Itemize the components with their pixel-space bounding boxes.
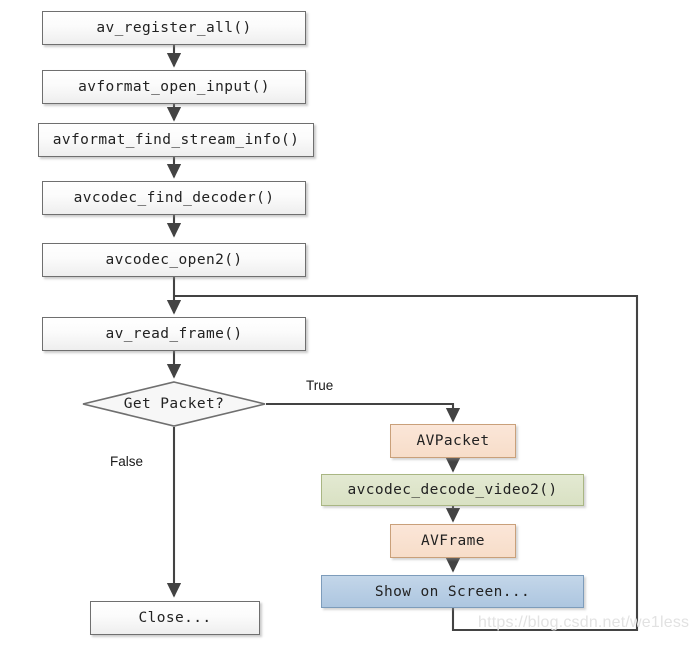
node-avframe[interactable]: AVFrame: [390, 524, 516, 558]
node-label: Show on Screen...: [374, 583, 531, 600]
node-label: avformat_open_input(): [78, 79, 270, 95]
node-av-register-all[interactable]: av_register_all(): [42, 11, 306, 45]
watermark-text: https://blog.csdn.net/we1less: [478, 614, 690, 631]
edge-decision-true-to-avpacket: [266, 402, 461, 423]
node-show-on-screen[interactable]: Show on Screen...: [321, 575, 584, 608]
node-close[interactable]: Close...: [90, 601, 260, 635]
node-label: AVFrame: [421, 533, 485, 549]
node-label: av_register_all(): [96, 20, 252, 36]
node-label: AVPacket: [416, 433, 490, 449]
node-label: av_read_frame(): [105, 326, 243, 342]
node-label: Get Packet?: [123, 396, 225, 412]
diamond-shape: [82, 381, 266, 427]
node-avcodec-open2[interactable]: avcodec_open2(): [42, 243, 306, 277]
edge-label-true: True: [306, 378, 334, 393]
node-avformat-open-input[interactable]: avformat_open_input(): [42, 70, 306, 104]
node-label: avcodec_find_decoder(): [73, 190, 275, 206]
node-label: avformat_find_stream_info(): [52, 132, 300, 148]
node-label: avcodec_decode_video2(): [347, 482, 558, 498]
node-avpacket[interactable]: AVPacket: [390, 424, 516, 458]
node-get-packet-decision[interactable]: Get Packet?: [82, 381, 266, 427]
node-label: avcodec_open2(): [105, 252, 243, 268]
node-avcodec-decode-video2[interactable]: avcodec_decode_video2(): [321, 474, 584, 506]
node-avcodec-find-decoder[interactable]: avcodec_find_decoder(): [42, 181, 306, 215]
node-avformat-find-stream-info[interactable]: avformat_find_stream_info(): [38, 123, 314, 157]
node-label: Close...: [138, 610, 212, 626]
edge-label-false: False: [110, 454, 144, 469]
node-av-read-frame[interactable]: av_read_frame(): [42, 317, 306, 351]
